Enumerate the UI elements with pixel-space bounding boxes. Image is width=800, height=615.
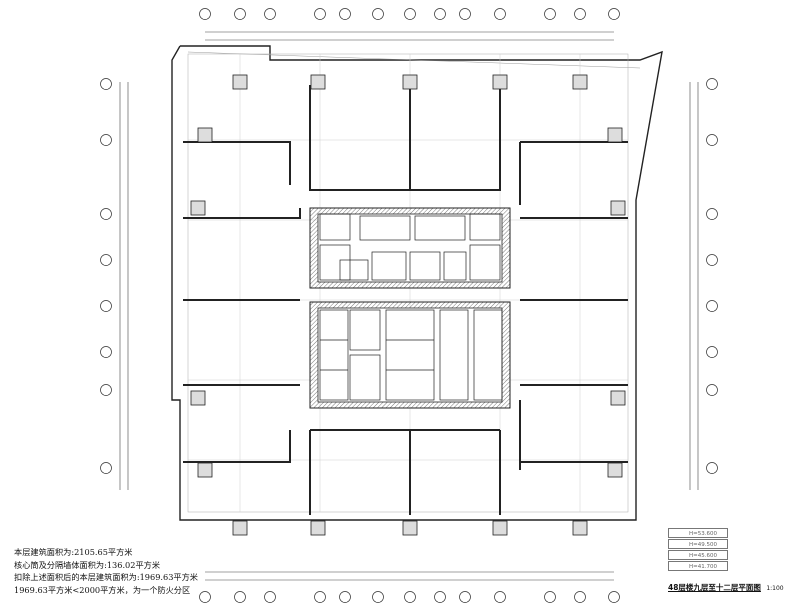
column <box>492 520 508 536</box>
column <box>232 74 248 90</box>
grid-bubble <box>314 591 326 603</box>
grid-bubble <box>706 208 718 220</box>
grid-bubble <box>404 591 416 603</box>
grid-bubble <box>264 591 276 603</box>
column <box>197 127 213 143</box>
column <box>492 74 508 90</box>
grid-bubble <box>608 8 620 20</box>
core-rooms <box>319 213 503 401</box>
drawing-title-block: 48层楼九层至十二层平面图 1:100 <box>668 582 784 593</box>
grid-axis-bottom <box>199 591 620 603</box>
grid-bubble <box>100 208 112 220</box>
grid-axis-right <box>706 78 718 474</box>
grid-bubble <box>706 462 718 474</box>
grid-bubble <box>574 8 586 20</box>
grid-bubble <box>434 591 446 603</box>
column <box>607 127 623 143</box>
column <box>610 200 626 216</box>
area-note: 核心筒及分隔墙体面积为:136.02平方米 <box>14 559 161 570</box>
column <box>197 462 213 478</box>
column <box>572 520 588 536</box>
grid-bubble <box>100 300 112 312</box>
legend-item: H=53.600 <box>668 528 728 538</box>
grid-bubble <box>199 591 211 603</box>
dimension-lines <box>119 31 699 581</box>
grid-bubble <box>574 591 586 603</box>
column <box>190 200 206 216</box>
grid-bubble <box>494 591 506 603</box>
grid-bubble <box>234 591 246 603</box>
grid-axis-left <box>100 78 112 474</box>
grid-bubble <box>404 8 416 20</box>
column <box>190 390 206 406</box>
grid-bubble <box>339 591 351 603</box>
column <box>402 74 418 90</box>
building-outline <box>171 45 663 521</box>
grid-bubble <box>494 8 506 20</box>
column <box>402 520 418 536</box>
column <box>610 390 626 406</box>
column <box>232 520 248 536</box>
column <box>310 520 326 536</box>
grid-bubble <box>706 346 718 358</box>
grid-bubble <box>100 384 112 396</box>
grid-bubble <box>234 8 246 20</box>
grid-bubble <box>199 8 211 20</box>
grid-bubble <box>706 384 718 396</box>
grid-bubble <box>608 591 620 603</box>
grid-bubble <box>434 8 446 20</box>
area-note: 1969.63平方米<2000平方米，为一个防火分区 <box>14 584 191 595</box>
grid-bubble <box>706 78 718 90</box>
drawing-scale: 1:100 <box>766 585 784 592</box>
structural-columns <box>190 74 626 536</box>
grid-bubble <box>706 134 718 146</box>
grid-bubble <box>264 8 276 20</box>
grid-bubble <box>100 254 112 266</box>
drawing-title: 48层楼九层至十二层平面图 <box>668 583 761 592</box>
legend-item: H=49.500 <box>668 539 728 549</box>
grid-bubble <box>544 591 556 603</box>
grid-bubble <box>339 8 351 20</box>
grid-bubble <box>100 78 112 90</box>
grid-bubble <box>372 591 384 603</box>
partition-walls <box>183 85 628 515</box>
grid-bubble <box>706 254 718 266</box>
elevation-legend: H=53.600 H=49.500 H=45.600 H=41.700 <box>668 528 728 572</box>
grid-bubble <box>459 591 471 603</box>
grid-bubble <box>372 8 384 20</box>
column <box>310 74 326 90</box>
legend-item: H=45.600 <box>668 550 728 560</box>
column <box>572 74 588 90</box>
grid-bubble <box>100 134 112 146</box>
legend-item: H=41.700 <box>668 561 728 571</box>
grid-bubble <box>100 346 112 358</box>
grid-bubble <box>544 8 556 20</box>
grid-bubble <box>100 462 112 474</box>
area-note: 扣除上述面积后的本层建筑面积为:1969.63平方米 <box>14 572 198 583</box>
grid-bubble <box>706 300 718 312</box>
area-notes: 本层建筑面积为:2105.65平方米 核心筒及分隔墙体面积为:136.02平方米… <box>14 546 198 596</box>
area-note: 本层建筑面积为:2105.65平方米 <box>14 547 133 557</box>
column <box>607 462 623 478</box>
grid-axis-top <box>199 8 620 20</box>
grid-bubble <box>314 8 326 20</box>
grid-bubble <box>459 8 471 20</box>
